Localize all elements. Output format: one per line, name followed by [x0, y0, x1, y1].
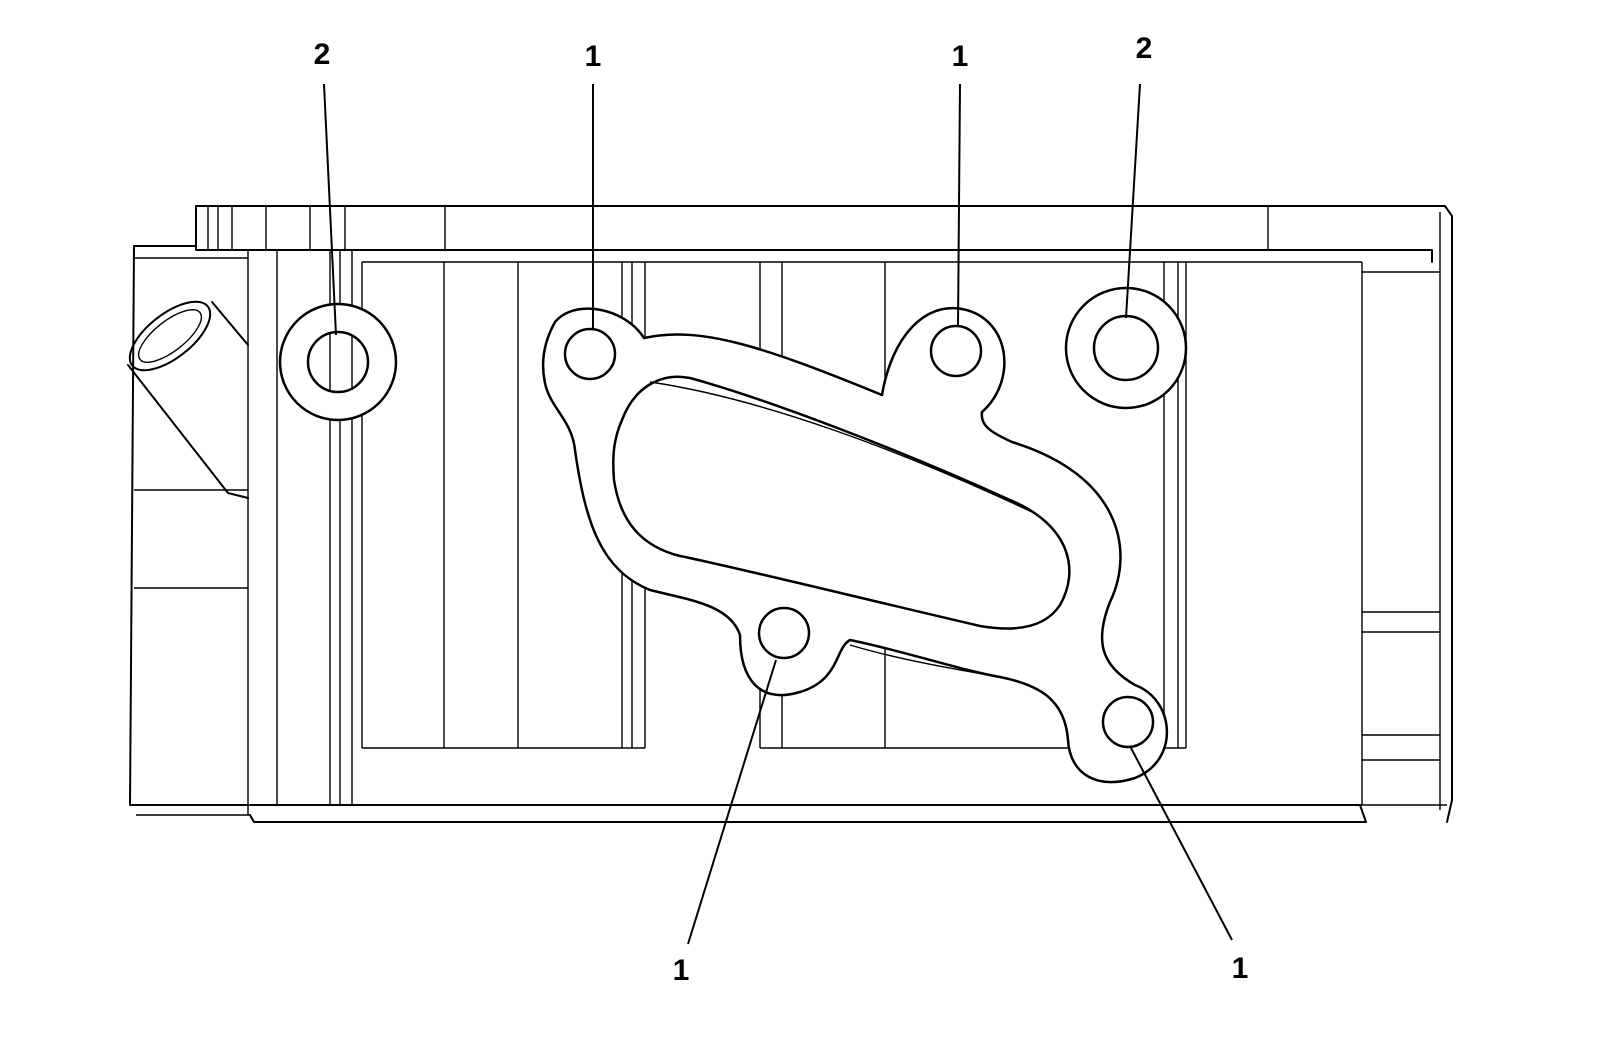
- leader-c5: [687, 659, 777, 945]
- tube-fitting: [127, 300, 249, 499]
- callout-c1: 2: [314, 38, 331, 71]
- callout-c5: 1: [673, 954, 690, 987]
- callout-labels: 2 1 1 2 1 1: [314, 32, 1249, 987]
- leader-c4: [1125, 83, 1141, 319]
- callout-c3: 1: [952, 40, 969, 73]
- washer-left: [278, 302, 398, 422]
- housing-body: [129, 205, 1453, 823]
- callout-c4: 2: [1136, 32, 1153, 65]
- callout-c2: 1: [585, 40, 602, 73]
- callout-c6: 1: [1232, 952, 1249, 985]
- leader-c1: [323, 83, 337, 336]
- gasket: [541, 306, 1169, 784]
- leader-lines: [323, 83, 1233, 945]
- washer-right: [1064, 286, 1188, 410]
- leader-c3: [957, 83, 961, 328]
- leader-c6: [1130, 747, 1233, 941]
